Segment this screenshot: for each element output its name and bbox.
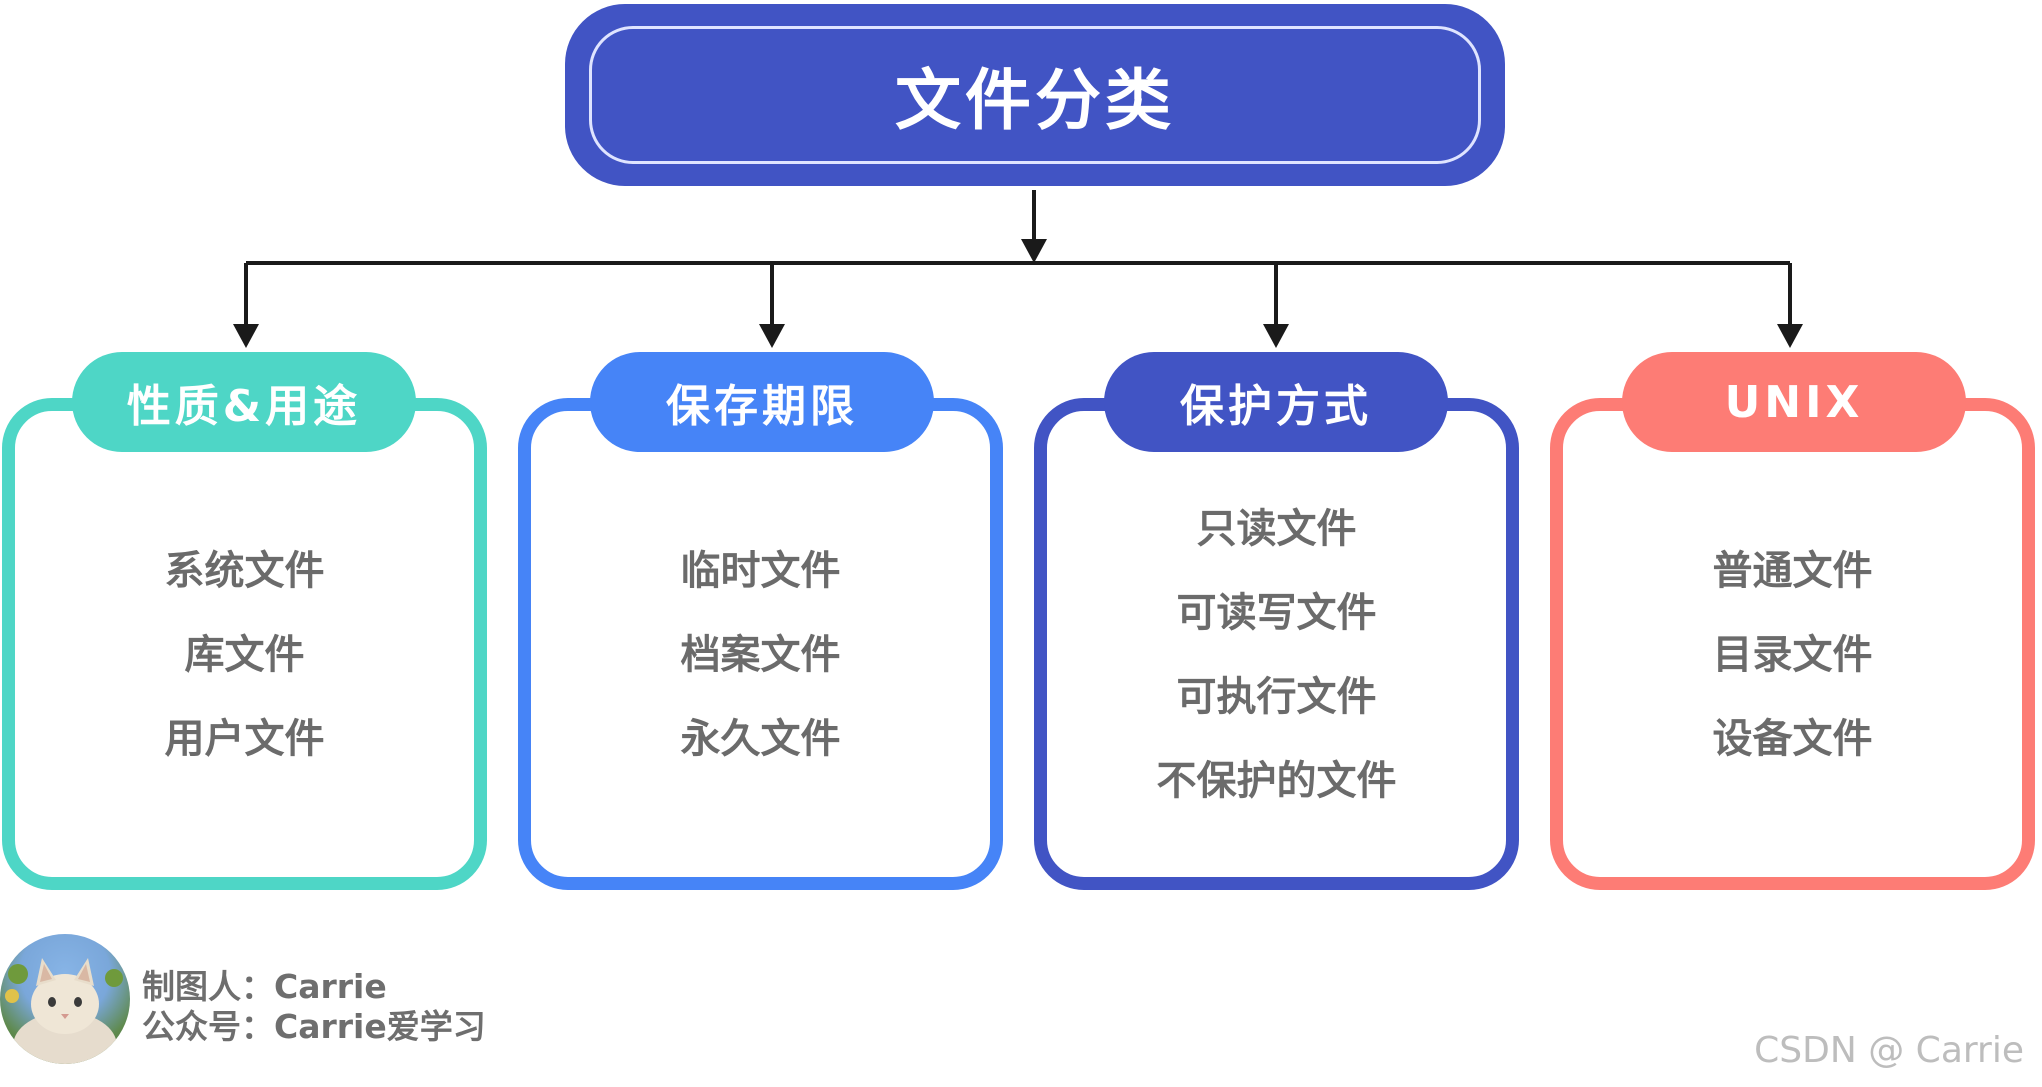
root-connector-arrow bbox=[1021, 239, 1047, 263]
cat-portrait-icon bbox=[5, 958, 123, 1064]
category-header-protection: 保护方式 bbox=[1104, 352, 1448, 452]
category-item: 永久文件 bbox=[680, 716, 841, 762]
category-header-label: 保存期限 bbox=[666, 381, 858, 432]
category-item: 系统文件 bbox=[164, 548, 325, 594]
branch-connector-arrow bbox=[759, 324, 785, 348]
category-panel-nature-usage: 系统文件 库文件 用户文件 bbox=[2, 398, 487, 890]
category-item: 不保护的文件 bbox=[1156, 758, 1397, 804]
watermark: CSDN @ Carrie bbox=[1754, 1030, 2024, 1071]
category-header-label: 保护方式 bbox=[1180, 381, 1372, 432]
category-item: 只读文件 bbox=[1196, 506, 1357, 552]
avatar bbox=[0, 934, 130, 1064]
category-item: 档案文件 bbox=[680, 632, 841, 678]
branch-connector-arrow bbox=[1777, 324, 1803, 348]
category-item: 普通文件 bbox=[1712, 548, 1873, 594]
branch-connector-arrow bbox=[1263, 324, 1289, 348]
root-node-title: 文件分类 bbox=[895, 62, 1175, 139]
category-item: 临时文件 bbox=[680, 548, 841, 594]
category-header-label: UNIX bbox=[1724, 376, 1864, 428]
credit-account: 公众号：Carrie爱学习 bbox=[142, 1007, 486, 1046]
branch-connector-arrow bbox=[233, 324, 259, 348]
category-item: 设备文件 bbox=[1712, 716, 1873, 762]
category-item: 目录文件 bbox=[1712, 632, 1873, 678]
category-header-label: 性质&用途 bbox=[126, 381, 362, 432]
credit-author: 制图人：Carrie bbox=[142, 967, 387, 1006]
category-header-retention: 保存期限 bbox=[590, 352, 934, 452]
category-item: 可执行文件 bbox=[1176, 674, 1377, 720]
root-node: 文件分类 bbox=[565, 4, 1505, 186]
category-header-unix: UNIX bbox=[1622, 352, 1966, 452]
category-header-nature-usage: 性质&用途 bbox=[72, 352, 416, 452]
category-panel-protection: 只读文件 可读写文件 可执行文件 不保护的文件 bbox=[1034, 398, 1519, 890]
category-panel-unix: 普通文件 目录文件 设备文件 bbox=[1550, 398, 2035, 890]
root-node-inner-frame: 文件分类 bbox=[589, 26, 1481, 164]
category-item: 用户文件 bbox=[164, 716, 325, 762]
credit-block: 制图人：Carrie 公众号：Carrie爱学习 bbox=[0, 934, 520, 1074]
category-panel-retention: 临时文件 档案文件 永久文件 bbox=[518, 398, 1003, 890]
category-item: 可读写文件 bbox=[1176, 590, 1377, 636]
category-item: 库文件 bbox=[184, 632, 305, 678]
